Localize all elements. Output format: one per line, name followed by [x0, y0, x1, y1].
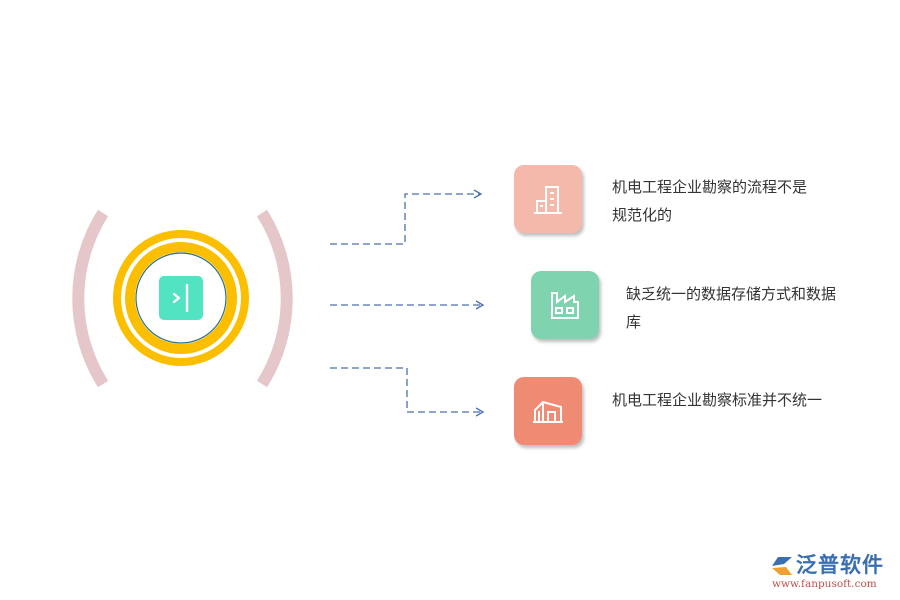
item-card-3	[514, 377, 582, 445]
item-text-2-line2: 库	[626, 313, 642, 331]
item-card-1	[514, 165, 582, 233]
factory-icon	[551, 292, 579, 319]
expand-panel-icon	[172, 284, 189, 312]
brand-url: www.fanpusoft.com	[772, 578, 877, 590]
item-text-3-line1: 机电工程企业勘察标准并不统一	[612, 391, 823, 409]
arrowhead-3	[475, 407, 485, 417]
connector-3	[330, 367, 482, 413]
item-text-2-line1: 缺乏统一的数据存储方式和数据	[626, 285, 837, 303]
item-text-3: 机电工程企业勘察标准并不统一	[612, 386, 852, 414]
center-icon-box	[159, 276, 203, 320]
warehouse-icon	[533, 400, 563, 423]
item-text-1-line2: 规范化的	[612, 206, 673, 224]
right-bracket	[256, 209, 293, 388]
brand-logo: 泛普软件 www.fanpusoft.com	[770, 552, 895, 590]
brand-name: 泛普软件	[796, 553, 884, 577]
fanpu-logo-icon	[772, 557, 792, 575]
item-card-2	[531, 271, 599, 339]
arrowhead-2	[475, 300, 485, 310]
building-icon	[534, 186, 562, 214]
item-text-1-line1: 机电工程企业勘察的流程不是	[612, 178, 808, 196]
outer-ring	[113, 230, 249, 366]
item-text-2: 缺乏统一的数据存储方式和数据 库	[626, 280, 866, 336]
arrowhead-1	[473, 189, 483, 199]
inner-ring	[125, 242, 237, 354]
item-text-1: 机电工程企业勘察的流程不是 规范化的	[612, 173, 852, 229]
connector-1	[330, 193, 480, 245]
left-bracket	[72, 209, 109, 388]
